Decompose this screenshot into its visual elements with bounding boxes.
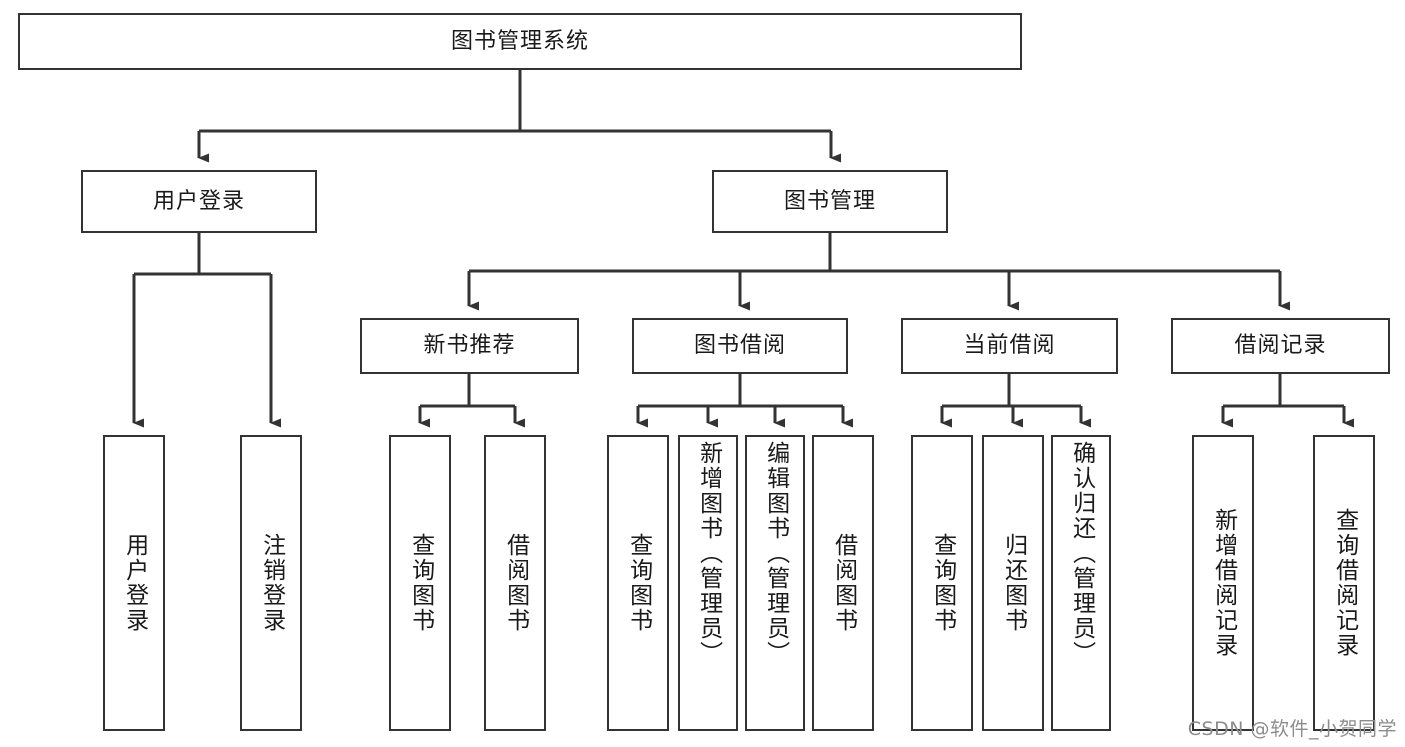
node-current-borrow[interactable]: 当前借阅 xyxy=(901,318,1118,374)
node-leaf-query-book-2[interactable]: 查询图书 xyxy=(607,435,669,731)
node-root-system[interactable]: 图书管理系统 xyxy=(18,13,1022,70)
node-leaf-user-login-label: 用户登录 xyxy=(121,533,148,633)
node-leaf-query-book-3[interactable]: 查询图书 xyxy=(911,435,973,731)
node-leaf-edit-book-admin[interactable]: 编辑图书（管理员） xyxy=(745,435,805,731)
node-leaf-add-borrow-record-label: 新增借阅记录 xyxy=(1210,508,1237,658)
node-leaf-query-book-1-label: 查询图书 xyxy=(407,533,434,633)
node-leaf-query-borrow-record[interactable]: 查询借阅记录 xyxy=(1313,435,1375,731)
node-book-borrow[interactable]: 图书借阅 xyxy=(632,318,848,374)
node-leaf-user-logout[interactable]: 注销登录 xyxy=(240,435,302,731)
node-leaf-add-book-admin[interactable]: 新增图书（管理员） xyxy=(678,435,738,731)
node-leaf-add-borrow-record[interactable]: 新增借阅记录 xyxy=(1192,435,1254,731)
node-leaf-confirm-return-admin[interactable]: 确认归还（管理员） xyxy=(1051,435,1111,731)
node-book-borrow-label: 图书借阅 xyxy=(693,333,786,358)
node-user-login[interactable]: 用户登录 xyxy=(81,170,317,233)
node-leaf-query-book-1[interactable]: 查询图书 xyxy=(389,435,451,731)
csdn-watermark: CSDN @软件_小贺同学 xyxy=(1187,718,1397,740)
node-leaf-add-book-admin-label: 新增图书（管理员） xyxy=(695,441,722,666)
node-leaf-query-book-3-label: 查询图书 xyxy=(929,533,956,633)
node-leaf-confirm-return-admin-label: 确认归还（管理员） xyxy=(1068,441,1095,666)
node-book-manage[interactable]: 图书管理 xyxy=(712,170,948,233)
node-leaf-borrow-book-2[interactable]: 借阅图书 xyxy=(812,435,874,731)
node-new-book-recommend[interactable]: 新书推荐 xyxy=(360,318,579,374)
node-leaf-return-book[interactable]: 归还图书 xyxy=(982,435,1044,731)
node-leaf-edit-book-admin-label: 编辑图书（管理员） xyxy=(762,441,789,666)
node-leaf-borrow-book-2-label: 借阅图书 xyxy=(830,533,857,633)
node-new-book-recommend-label: 新书推荐 xyxy=(423,333,516,358)
node-borrow-record[interactable]: 借阅记录 xyxy=(1171,318,1390,374)
node-leaf-query-book-2-label: 查询图书 xyxy=(625,533,652,633)
node-leaf-borrow-book-1[interactable]: 借阅图书 xyxy=(484,435,546,731)
node-root-label: 图书管理系统 xyxy=(450,28,589,54)
node-borrow-record-label: 借阅记录 xyxy=(1234,333,1327,358)
node-leaf-query-borrow-record-label: 查询借阅记录 xyxy=(1331,508,1358,658)
node-leaf-user-logout-label: 注销登录 xyxy=(258,533,285,633)
node-leaf-return-book-label: 归还图书 xyxy=(1000,533,1027,633)
node-leaf-user-login[interactable]: 用户登录 xyxy=(103,435,165,731)
node-current-borrow-label: 当前借阅 xyxy=(963,333,1056,358)
node-leaf-borrow-book-1-label: 借阅图书 xyxy=(502,533,529,633)
node-book-manage-label: 图书管理 xyxy=(783,188,876,214)
node-user-login-label: 用户登录 xyxy=(152,188,245,214)
